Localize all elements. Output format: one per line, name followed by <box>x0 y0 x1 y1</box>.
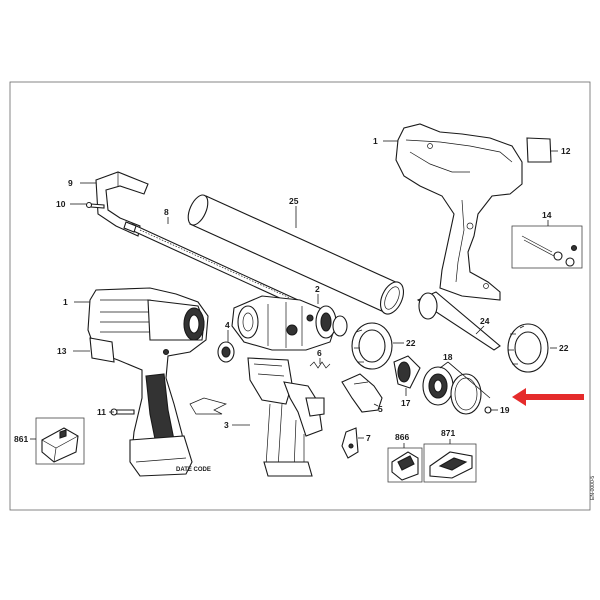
callout-label-12: 12 <box>561 146 571 156</box>
charger-box-part-871 <box>423 443 477 483</box>
red-arrow-indicator <box>512 388 584 406</box>
callout-label-18: 18 <box>443 352 453 362</box>
callout-label-2: 2 <box>315 284 320 294</box>
o-ring-part <box>450 373 482 415</box>
spring-part-6 <box>309 361 331 369</box>
callout-label-17: 17 <box>401 398 411 408</box>
callout-label-6: 6 <box>317 348 322 358</box>
plunger-part <box>393 355 421 389</box>
label-plate-part <box>526 137 552 163</box>
callout-label-7: 7 <box>366 433 371 443</box>
case-box-part-861 <box>35 417 85 465</box>
screw-part-11 <box>110 408 135 416</box>
callout-label-866: 866 <box>395 432 409 442</box>
leader-lines <box>30 140 558 448</box>
callout-label-4: 4 <box>225 320 230 330</box>
switch-assembly-part <box>247 357 325 477</box>
callout-label-22-collar: 22 <box>406 338 416 348</box>
tube-collar-part-22 <box>351 322 393 370</box>
wire-bracket-part <box>189 397 227 415</box>
screw-part-10 <box>85 201 105 209</box>
badge-plate-part <box>89 337 115 363</box>
callout-label-24: 24 <box>480 316 490 326</box>
callout-label-14: 14 <box>542 210 552 220</box>
diagram-frame <box>9 81 591 511</box>
drive-mechanism-part <box>231 295 348 351</box>
bracket-part-5 <box>341 373 383 413</box>
battery-box-part-866 <box>387 447 423 483</box>
callout-label-13: 13 <box>57 346 67 356</box>
callout-label-10: 10 <box>56 199 66 209</box>
end-cap-part-22 <box>507 323 549 373</box>
gear-part-4 <box>217 341 235 363</box>
housing-half-part <box>395 123 523 301</box>
hanger-hook-part <box>95 171 149 237</box>
callout-label-1-housing: 1 <box>373 136 378 146</box>
callout-label-8: 8 <box>164 207 169 217</box>
callout-labels: 1 12 9 10 8 25 14 2 1 13 4 6 22 24 22 18… <box>14 136 596 500</box>
callout-label-5: 5 <box>378 404 383 414</box>
callout-label-9: 9 <box>68 178 73 188</box>
clip-part-7 <box>341 427 359 459</box>
cartridge-tube-part <box>187 194 405 315</box>
piston-seal-part <box>422 366 454 406</box>
nozzle-cone-part <box>416 291 501 351</box>
kit-box-part-14 <box>511 225 583 269</box>
callout-label-3: 3 <box>224 420 229 430</box>
callout-label-22-cap: 22 <box>559 343 569 353</box>
callout-label-25: 25 <box>289 196 299 206</box>
side-code-label: EN-0000-5 <box>590 476 596 500</box>
callout-label-1-body: 1 <box>63 297 68 307</box>
callout-label-871: 871 <box>441 428 455 438</box>
date-code-label: DATE CODE <box>176 467 211 473</box>
tool-body-part <box>87 287 209 477</box>
callout-label-11: 11 <box>97 407 106 417</box>
callout-label-861: 861 <box>14 434 28 444</box>
callout-label-19: 19 <box>500 405 510 415</box>
